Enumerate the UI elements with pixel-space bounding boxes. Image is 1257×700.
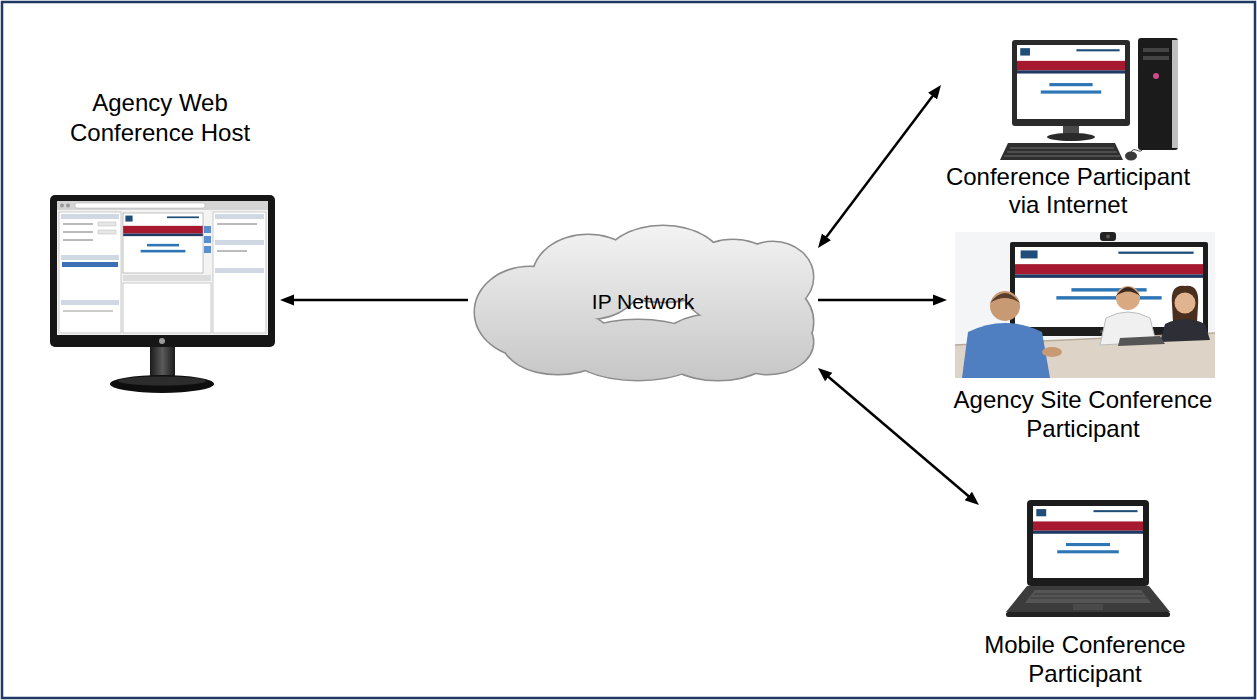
- meeting-room-photo-part: [1106, 235, 1110, 239]
- connector-arrow: [287, 299, 468, 302]
- node-label: Mobile Conference Participant: [979, 630, 1191, 688]
- desktop-computer-part: [1012, 40, 1130, 126]
- host-monitor-part: [204, 246, 211, 253]
- connector-arrow: [822, 91, 937, 243]
- cloud-fill-part: [503, 310, 613, 374]
- host-monitor-part: [123, 283, 211, 333]
- laptop-computer-part: [1025, 590, 1151, 603]
- connector-arrow: [818, 299, 940, 302]
- desktop-computer-part: [1143, 56, 1169, 60]
- host-monitor-part: [60, 204, 64, 208]
- meeting-room-photo-part: [1172, 286, 1198, 322]
- host-monitor-part: [123, 275, 211, 281]
- meeting-room-photo-part: [1175, 293, 1196, 314]
- node-label: Agency Web Conference Host: [40, 88, 280, 148]
- laptop-computer-part: [1030, 594, 1147, 598]
- host-monitor-part: [98, 222, 116, 226]
- connector-arrow: [823, 373, 973, 501]
- host-monitor-part: [50, 195, 275, 347]
- host-monitor-part: [123, 213, 203, 273]
- desktop-computer-part: [1047, 133, 1095, 141]
- desktop-computer-part: [1125, 152, 1137, 161]
- desktop-computer-part: [1000, 143, 1123, 160]
- mobile-participant: Mobile Conference Participant: [979, 498, 1191, 688]
- meeting-room-photo-part: [955, 232, 1215, 378]
- cloud-outline: [475, 226, 813, 380]
- meeting-room-photo-part: [962, 323, 1050, 378]
- desktop-computer-part: [1017, 45, 1125, 119]
- host-monitor-part: [59, 212, 121, 333]
- meeting-room-photo-part: [1015, 247, 1203, 327]
- cloud-label: IP Network: [592, 289, 694, 315]
- host-monitor-part: [123, 213, 203, 273]
- host-monitor-part: [204, 236, 211, 243]
- node-label: Conference Participant via Internet: [941, 163, 1195, 219]
- host-computer: Agency Web Conference Host: [40, 88, 280, 395]
- host-monitor-part: [57, 201, 268, 335]
- cloud-fill: [475, 226, 813, 380]
- host-monitor-part: [63, 310, 113, 312]
- meeting-room-photo-part: [1118, 336, 1165, 346]
- host-monitor-part: [213, 212, 266, 333]
- host-monitor-part: [118, 377, 206, 386]
- laptop-computer-part: [1027, 500, 1149, 586]
- desktop-computer: [1000, 38, 1178, 161]
- desktop-computer-part: [1153, 73, 1159, 79]
- host-monitor-part: [215, 268, 264, 273]
- desktop-computer-part: [1138, 38, 1178, 150]
- host-monitor-part: [217, 250, 247, 252]
- host-monitor-part: [217, 223, 257, 225]
- desktop-computer-part: [1172, 40, 1178, 148]
- host-monitor-part: [204, 226, 211, 233]
- meeting-room-photo-part: [1116, 286, 1140, 310]
- meeting-room-photo-part: [1100, 232, 1116, 241]
- host-monitor-part: [150, 347, 175, 377]
- desktop-computer-part: [1004, 148, 1120, 156]
- host-monitor-part: [98, 230, 116, 234]
- laptop-computer-part: [1033, 506, 1143, 578]
- desktop-computer-part: [1143, 48, 1169, 52]
- host-monitor-part: [61, 214, 119, 219]
- host-monitor-part: [63, 239, 93, 241]
- host-monitor-part: [215, 214, 264, 219]
- laptop-computer: [1006, 500, 1170, 617]
- meeting-room-photo-part: [990, 291, 1020, 321]
- host-monitor-part: [62, 262, 118, 267]
- site-participant: Agency Site Conference Participant: [947, 228, 1219, 443]
- laptop-computer-part: [1006, 612, 1170, 617]
- host-monitor-part: [159, 338, 165, 344]
- meeting-room-photo-part: [1116, 287, 1140, 296]
- host-monitor-part: [75, 203, 205, 208]
- host-monitor: [50, 195, 275, 393]
- node-label: Agency Site Conference Participant: [947, 385, 1219, 443]
- meeting-room-photo-part: [990, 293, 1020, 303]
- desktop-participant: Conference Participant via Internet: [941, 30, 1195, 219]
- host-monitor-part: [215, 240, 264, 245]
- laptop-computer-part: [1073, 604, 1103, 610]
- host-monitor-part: [63, 231, 93, 233]
- host-monitor-part: [57, 201, 268, 210]
- meeting-room-photo-part: [1160, 319, 1210, 342]
- host-monitor-part: [63, 223, 93, 225]
- cloud-outline-part: [503, 310, 613, 374]
- laptop-computer-part: [1006, 586, 1170, 612]
- host-monitor-part: [110, 375, 214, 393]
- meeting-room-photo: [955, 232, 1215, 378]
- network-cloud: IP Network: [468, 222, 818, 382]
- host-monitor-part: [66, 204, 70, 208]
- host-monitor-part: [61, 300, 119, 305]
- host-monitor-part: [61, 255, 119, 260]
- desktop-computer-part: [1131, 150, 1142, 152]
- meeting-room-photo-part: [1042, 347, 1062, 357]
